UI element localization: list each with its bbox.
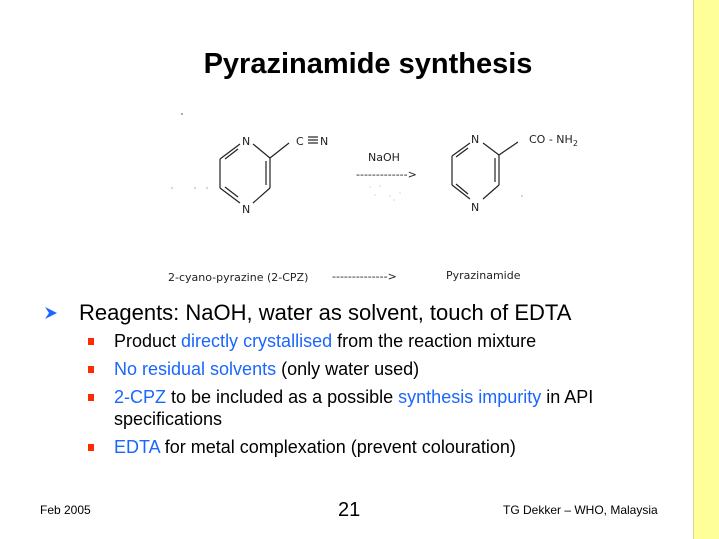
page-number: 21 <box>338 499 361 521</box>
reactant-name: 2-cyano-pyrazine (2-CPZ) <box>168 271 308 284</box>
square-bullet-icon <box>88 338 94 345</box>
product-n4: N <box>471 201 479 214</box>
reagent-label: NaOH <box>368 151 400 164</box>
reactant-ring <box>219 136 318 204</box>
footer-author: TG Dekker – WHO, Malaysia <box>503 503 658 517</box>
product-substituent: CO - NH2 <box>529 133 578 148</box>
reaction-scheme-svg: N N C N NaOH -------------> N <box>168 113 578 284</box>
product-ring <box>451 141 519 200</box>
reaction-arrow: -------------> <box>356 168 417 181</box>
reaction-diagram: N N C N NaOH -------------> N <box>150 100 610 300</box>
footer-date: Feb 2005 <box>40 503 91 517</box>
slide-title: Pyrazinamide synthesis <box>203 48 533 80</box>
reactant-n: N <box>320 135 328 148</box>
square-bullet-icon <box>88 366 94 373</box>
sub-bullet-4: EDTA for metal complexation (prevent col… <box>44 436 684 458</box>
reactant-c: C <box>296 135 304 148</box>
sub-bullet-3: 2-CPZ to be included as a possible synth… <box>44 386 684 430</box>
caption-arrow: --------------> <box>332 270 397 283</box>
accent-strip <box>693 0 719 539</box>
product-name: Pyrazinamide <box>446 269 521 282</box>
square-bullet-icon <box>88 444 94 451</box>
sub-bullet-2: No residual solvents (only water used) <box>44 358 684 380</box>
square-bullet-icon <box>88 394 94 401</box>
arrowhead-bullet-icon <box>45 307 57 319</box>
product-n1: N <box>471 133 479 146</box>
reactant-n4: N <box>242 203 250 216</box>
bullet-main: Reagents: NaOH, water as solvent, touch … <box>44 298 684 328</box>
bullet-list: Reagents: NaOH, water as solvent, touch … <box>44 298 684 464</box>
reactant-n1: N <box>242 135 250 148</box>
sub-bullet-1: Product directly crystallised from the r… <box>44 330 684 352</box>
